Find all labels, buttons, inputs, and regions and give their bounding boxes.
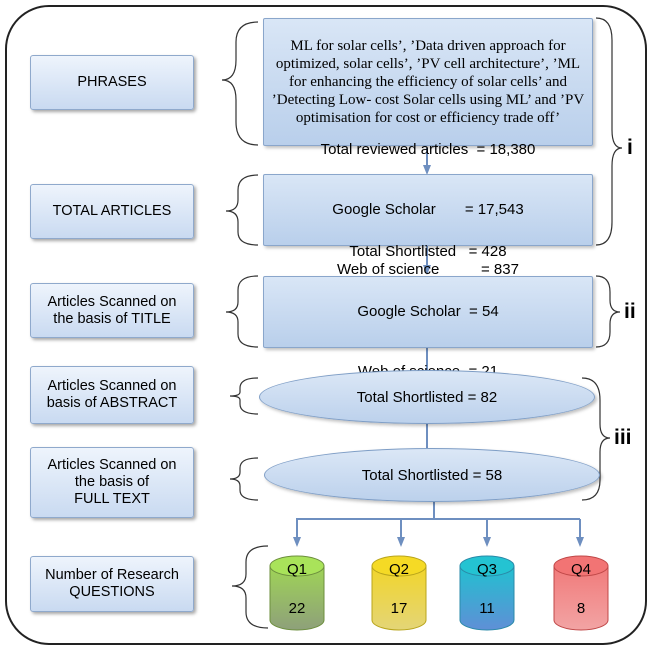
label-abstract-scan: Articles Scanned on basis of ABSTRACT xyxy=(30,366,194,424)
stage-marker-i: i xyxy=(627,136,633,159)
brace-stage-iii xyxy=(581,377,611,501)
label-phrases: PHRASES xyxy=(30,55,194,110)
brace-title xyxy=(225,275,259,348)
abstract-shortlist-oval: Total Shortlisted = 82 xyxy=(259,370,595,424)
fulltext-shortlist-text: Total Shortlisted = 58 xyxy=(361,466,503,484)
brace-stage-i xyxy=(595,17,623,246)
q4-value: 8 xyxy=(576,600,586,617)
phrases-text: ML for solar cells’, ’Data driven approa… xyxy=(271,38,585,126)
cylinder-q2 xyxy=(371,555,427,631)
cylinder-q4 xyxy=(553,555,609,631)
cylinder-q1 xyxy=(269,555,325,631)
phrases-box: ML for solar cells’, ’Data driven approa… xyxy=(263,18,593,146)
stage-marker-iii: iii xyxy=(614,426,632,449)
q1-value: 22 xyxy=(288,600,306,617)
brace-fulltext xyxy=(229,457,259,501)
title-shortlist-box: Total Shortlisted = 428 Google Scholar =… xyxy=(263,243,593,380)
brace-stage-ii xyxy=(595,275,621,348)
brace-abstract xyxy=(229,377,259,415)
fulltext-shortlist-oval: Total Shortlisted = 58 xyxy=(264,448,600,502)
q2-label: Q2 xyxy=(388,561,409,578)
abstract-shortlist-text: Total Shortlisted = 82 xyxy=(356,388,498,406)
q2-value: 17 xyxy=(390,600,408,617)
brace-total xyxy=(225,174,259,246)
label-title-scan: Articles Scanned on the basis of TITLE xyxy=(30,283,194,338)
title-google-scholar-line: Google Scholar = 54 xyxy=(357,303,499,320)
brace-phrases xyxy=(221,21,259,146)
label-questions: Number of Research QUESTIONS xyxy=(30,556,194,612)
total-reviewed-line: Total reviewed articles = 18,380 xyxy=(320,141,536,158)
total-google-scholar-line: Google Scholar = 17,543 xyxy=(332,201,524,218)
q1-label: Q1 xyxy=(286,561,307,578)
q3-label: Q3 xyxy=(476,561,497,578)
total-web-of-science-line: Web of science = 837 xyxy=(337,261,519,278)
q3-value: 11 xyxy=(479,600,495,617)
label-total-articles: TOTAL ARTICLES xyxy=(30,184,194,239)
outer-frame xyxy=(5,5,647,645)
total-articles-box: Total reviewed articles = 18,380 Google … xyxy=(263,141,593,278)
stage-marker-ii: ii xyxy=(624,300,636,323)
title-total-line: Total Shortlisted = 428 xyxy=(349,243,507,260)
q4-label: Q4 xyxy=(570,561,591,578)
cylinder-q3 xyxy=(459,555,515,631)
label-fulltext-scan: Articles Scanned on the basis of FULL TE… xyxy=(30,447,194,518)
brace-questions xyxy=(231,545,269,629)
